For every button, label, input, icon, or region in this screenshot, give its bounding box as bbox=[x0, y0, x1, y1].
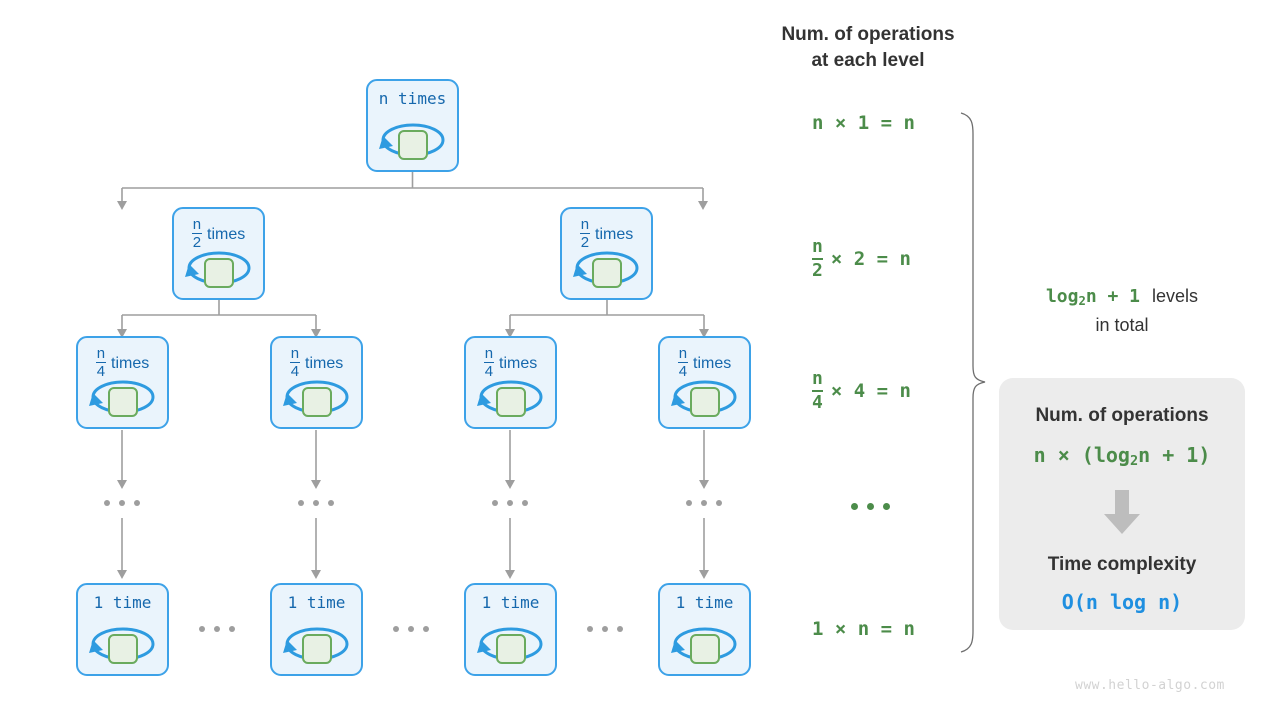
operation-unit-box bbox=[203, 258, 234, 288]
tree-node-last-1[interactable]: 1 time bbox=[76, 583, 169, 676]
fraction: n 4 bbox=[483, 345, 495, 380]
dot bbox=[423, 626, 429, 632]
node-label: 1 time bbox=[287, 593, 346, 612]
node-label: n 4 times bbox=[483, 345, 538, 380]
levels-total-note: log2n + 1 levels in total bbox=[1002, 283, 1242, 339]
tree-node-l3-3[interactable]: n 4 times bbox=[464, 336, 557, 429]
card-heading-complexity: Time complexity bbox=[1047, 554, 1197, 575]
tree-node-last-3[interactable]: 1 time bbox=[464, 583, 557, 676]
dot bbox=[701, 500, 707, 506]
tree-connectors bbox=[117, 171, 709, 579]
tree-node-last-2[interactable]: 1 time bbox=[270, 583, 363, 676]
levels-formula: log2n + 1 bbox=[1045, 286, 1141, 308]
dot bbox=[602, 626, 608, 632]
levels-word: levels bbox=[1152, 286, 1199, 306]
operation-unit-box bbox=[301, 387, 332, 417]
dot bbox=[199, 626, 205, 632]
operation-unit-box bbox=[107, 387, 138, 417]
fraction: n 2 bbox=[191, 216, 203, 251]
dot bbox=[408, 626, 414, 632]
tree-node-l2-2[interactable]: n 2 times bbox=[560, 207, 653, 300]
row-text: 1 × n = n bbox=[812, 618, 915, 640]
dot bbox=[298, 500, 304, 506]
dot bbox=[617, 626, 623, 632]
horizontal-ellipsis-3 bbox=[587, 626, 623, 632]
dot bbox=[686, 500, 692, 506]
vertical-ellipsis-2 bbox=[298, 500, 334, 506]
fraction: n 4 bbox=[95, 345, 107, 380]
horizontal-ellipsis-2 bbox=[393, 626, 429, 632]
row-text: × 4 = n bbox=[830, 380, 911, 402]
dot bbox=[229, 626, 235, 632]
operation-unit-box bbox=[495, 387, 526, 417]
node-label: n times bbox=[378, 89, 447, 108]
dot bbox=[214, 626, 220, 632]
dot bbox=[492, 500, 498, 506]
title-line-2: at each level bbox=[811, 50, 925, 71]
tree-node-l3-2[interactable]: n 4 times bbox=[270, 336, 363, 429]
tree-node-root[interactable]: n times bbox=[366, 79, 459, 172]
vertical-ellipsis-3 bbox=[492, 500, 528, 506]
dot bbox=[313, 500, 319, 506]
fraction: n 2 bbox=[579, 216, 591, 251]
operation-unit-box bbox=[591, 258, 622, 288]
dot bbox=[867, 503, 874, 510]
operation-unit-box bbox=[107, 634, 138, 664]
summary-card: Num. of operations n × (log2n + 1) Time … bbox=[999, 378, 1245, 630]
operation-unit-box bbox=[397, 130, 428, 160]
operation-unit-box bbox=[495, 634, 526, 664]
operation-unit-box bbox=[689, 387, 720, 417]
node-label: n 2 times bbox=[191, 216, 246, 251]
dot bbox=[393, 626, 399, 632]
dot bbox=[522, 500, 528, 506]
down-arrow-icon bbox=[1104, 490, 1140, 534]
site-watermark: www.hello-algo.com bbox=[1075, 678, 1225, 693]
node-label: n 2 times bbox=[579, 216, 634, 251]
operations-row-level-3: n 4 × 4 = n bbox=[812, 370, 911, 412]
dot bbox=[716, 500, 722, 506]
node-label: n 4 times bbox=[677, 345, 732, 380]
dot bbox=[883, 503, 890, 510]
tree-node-l2-1[interactable]: n 2 times bbox=[172, 207, 265, 300]
operations-row-last: 1 × n = n bbox=[812, 618, 915, 640]
card-heading-operations: Num. of operations bbox=[1035, 405, 1209, 426]
tree-node-l3-4[interactable]: n 4 times bbox=[658, 336, 751, 429]
fraction: n 4 bbox=[289, 345, 301, 380]
dot bbox=[587, 626, 593, 632]
levels-note-line-2: in total bbox=[1095, 315, 1149, 335]
levels-note-line-1: log2n + 1 levels bbox=[1002, 283, 1242, 312]
operation-unit-box bbox=[301, 634, 332, 664]
vertical-ellipsis-4 bbox=[686, 500, 722, 506]
card-operations-formula: n × (log2n + 1) bbox=[1033, 443, 1211, 469]
operations-row-ellipsis bbox=[851, 503, 890, 510]
node-label: n 4 times bbox=[95, 345, 150, 380]
fraction: n 2 bbox=[812, 236, 823, 281]
vertical-ellipsis-1 bbox=[104, 500, 140, 506]
node-label: 1 time bbox=[93, 593, 152, 612]
node-label: 1 time bbox=[481, 593, 540, 612]
levels-brace bbox=[960, 112, 986, 653]
dot bbox=[119, 500, 125, 506]
operations-column-title: Num. of operations at each level bbox=[748, 22, 988, 74]
dot bbox=[507, 500, 513, 506]
operation-unit-box bbox=[689, 634, 720, 664]
dot bbox=[134, 500, 140, 506]
node-label: 1 time bbox=[675, 593, 734, 612]
title-line-1: Num. of operations bbox=[781, 24, 955, 45]
dot bbox=[328, 500, 334, 506]
dot bbox=[851, 503, 858, 510]
row-text: n × 1 = n bbox=[812, 112, 915, 134]
operations-row-level-2: n 2 × 2 = n bbox=[812, 238, 911, 280]
node-label: n 4 times bbox=[289, 345, 344, 380]
tree-node-l3-1[interactable]: n 4 times bbox=[76, 336, 169, 429]
card-time-complexity-value: O(n log n) bbox=[1061, 590, 1183, 614]
horizontal-ellipsis-1 bbox=[199, 626, 235, 632]
fraction: n 4 bbox=[812, 368, 823, 413]
operations-row-level-1: n × 1 = n bbox=[812, 112, 915, 134]
fraction: n 4 bbox=[677, 345, 689, 380]
row-text: × 2 = n bbox=[830, 248, 911, 270]
dot bbox=[104, 500, 110, 506]
tree-node-last-4[interactable]: 1 time bbox=[658, 583, 751, 676]
